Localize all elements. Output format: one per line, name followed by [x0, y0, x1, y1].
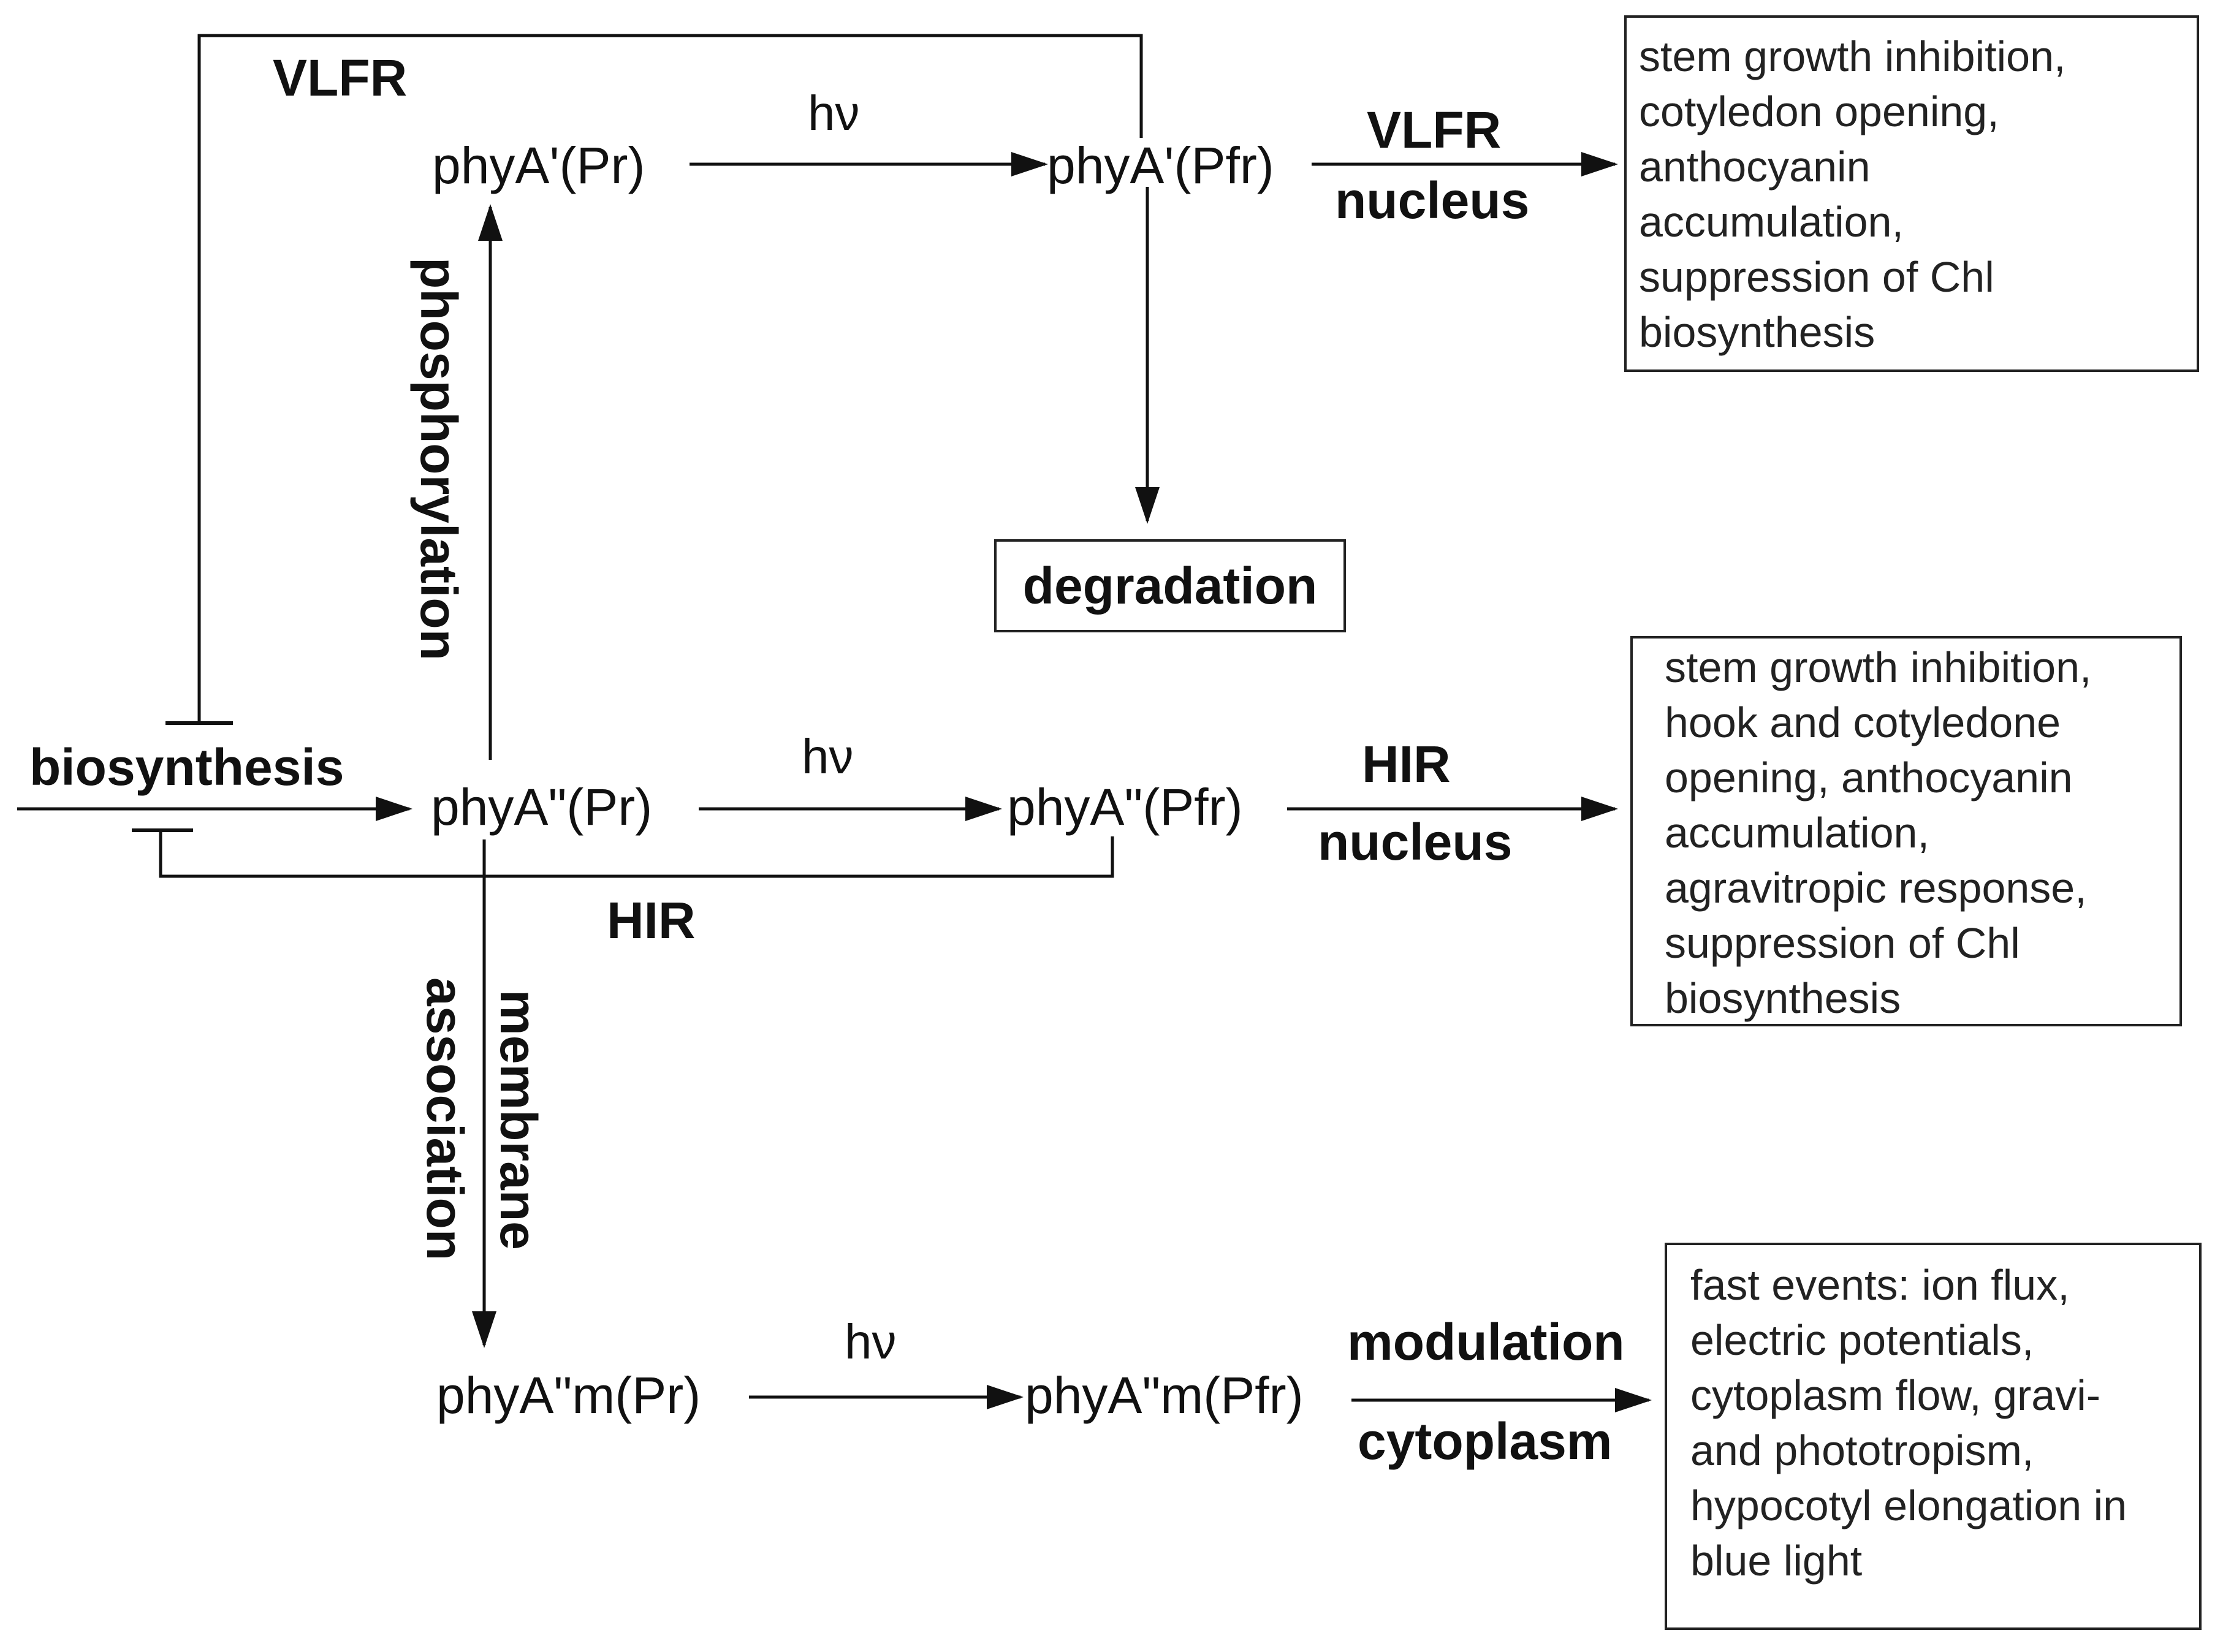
response-line: suppression of Chl: [1665, 919, 2020, 967]
label-hv-middle: hν: [802, 729, 854, 784]
response-line: stem growth inhibition,: [1665, 643, 2092, 691]
hir-inhibition-line: [159, 830, 1114, 878]
node-phyA2m-pfr: phyA"m(Pfr): [1025, 1366, 1304, 1424]
label-modulation: modulation: [1347, 1313, 1625, 1371]
node-phyA2m-pr: phyA"m(Pr): [436, 1366, 701, 1424]
response-line: opening, anthocyanin: [1665, 754, 2073, 801]
response-line: cytoplasm flow, gravi-: [1690, 1371, 2101, 1419]
label-hir-loop: HIR: [607, 892, 696, 949]
node-biosynthesis: biosynthesis: [29, 738, 344, 796]
label-hv-bottom: hν: [845, 1314, 897, 1369]
label-nucleus-top: nucleus: [1335, 172, 1530, 229]
response-line: cotyledon opening,: [1639, 88, 1999, 135]
response-line: hypocotyl elongation in: [1690, 1482, 2127, 1529]
node-phyA2-pr: phyA"(Pr): [431, 778, 653, 836]
response-line: blue light: [1690, 1537, 1863, 1585]
response-line: hook and cotyledone: [1665, 699, 2061, 746]
label-hir-arrow: HIR: [1362, 735, 1451, 793]
degradation-box: degradation: [994, 539, 1346, 632]
response-line: anthocyanin: [1639, 143, 1871, 191]
label-association: association: [416, 977, 474, 1261]
label-cytoplasm: cytoplasm: [1358, 1412, 1613, 1470]
response-line: agravitropic response,: [1665, 864, 2087, 912]
node-phyA2-pfr: phyA"(Pfr): [1007, 778, 1243, 836]
node-phyA1-pfr: phyA'(Pfr): [1047, 137, 1274, 194]
response-line: stem growth inhibition,: [1639, 32, 2066, 80]
label-membrane: membrane: [490, 990, 547, 1250]
vlfr-response-box: stem growth inhibition, cotyledon openin…: [1624, 15, 2199, 372]
hir-response-box: stem growth inhibition, hook and cotyled…: [1630, 636, 2182, 1026]
label-phosphorylation: phosphorylation: [410, 257, 468, 661]
response-line: fast events: ion flux,: [1690, 1261, 2070, 1309]
vlfr-inhibition-line: [197, 34, 1143, 723]
response-line: biosynthesis: [1665, 974, 1901, 1022]
degradation-label: degradation: [1022, 556, 1318, 615]
membrane-response-box: fast events: ion flux, electric potentia…: [1665, 1243, 2202, 1630]
response-line: accumulation,: [1639, 198, 1904, 246]
response-line: suppression of Chl: [1639, 253, 1994, 301]
response-line: and phototropism,: [1690, 1427, 2034, 1474]
label-nucleus-middle: nucleus: [1318, 813, 1513, 871]
response-line: electric potentials,: [1690, 1316, 2034, 1364]
response-line: biosynthesis: [1639, 308, 1875, 356]
response-line: accumulation,: [1665, 809, 1929, 857]
label-vlfr-loop: VLFR: [273, 49, 408, 107]
node-phyA1-pr: phyA'(Pr): [432, 137, 645, 194]
label-vlfr-arrow: VLFR: [1367, 101, 1502, 159]
label-hv-top: hν: [808, 86, 860, 140]
